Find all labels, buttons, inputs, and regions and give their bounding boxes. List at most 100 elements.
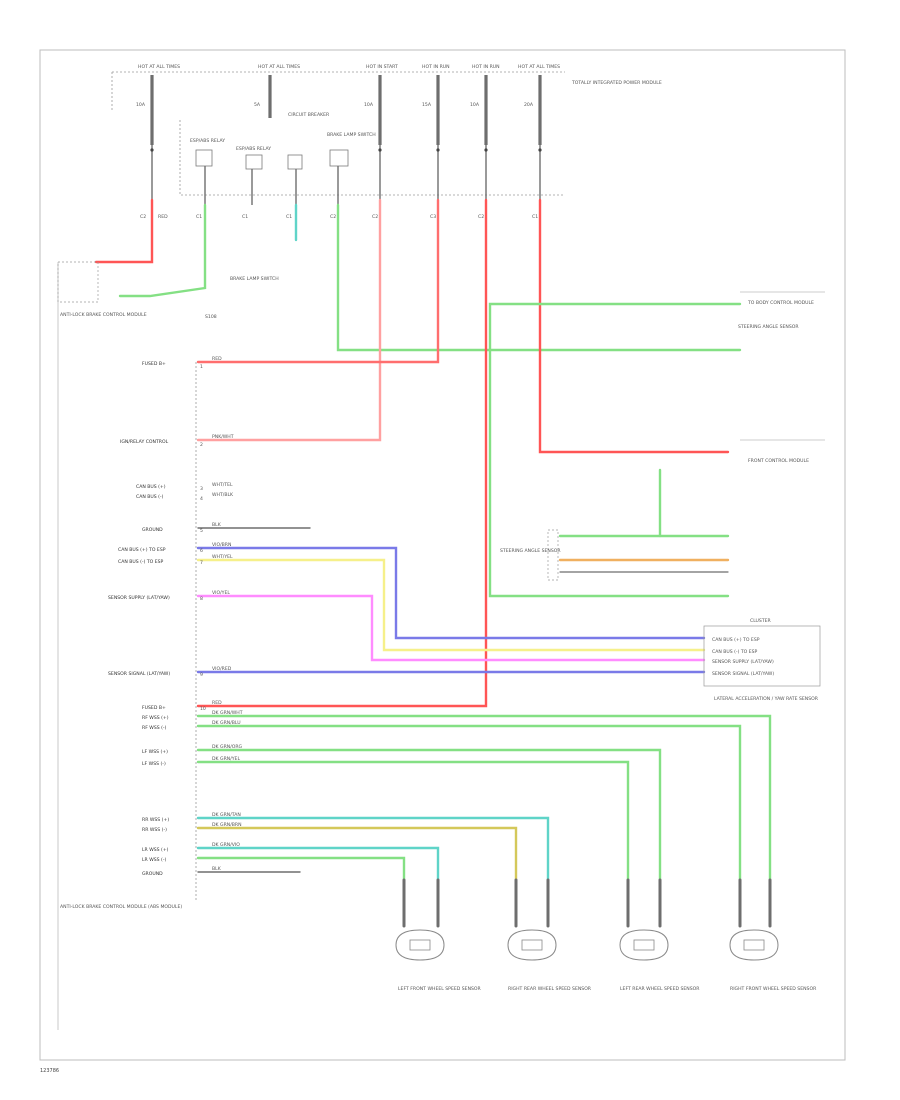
pin-label: CAN BUS (-): [136, 494, 164, 500]
fuse-label: HOT IN RUN: [472, 64, 500, 70]
relay-label: ESP/ABS RELAY: [190, 138, 225, 144]
pin-label: RF WSS (+): [142, 715, 169, 721]
svg-text:RIGHT FRONT WHEEL SPEED SENSOR: RIGHT FRONT WHEEL SPEED SENSOR: [730, 986, 817, 992]
fuse-label: HOT AT ALL TIMES: [138, 64, 180, 70]
svg-text:VIO/RED: VIO/RED: [212, 666, 232, 672]
cluster-pin: CAN BUS (+) TO ESP: [712, 637, 760, 643]
svg-text:RED: RED: [212, 700, 222, 706]
svg-text:C2: C2: [478, 214, 484, 220]
cluster-pin: SENSOR SUPPLY (LAT/YAW): [712, 659, 774, 665]
svg-text:DK GRN/WHT: DK GRN/WHT: [212, 710, 243, 716]
pin-label: IGN/RELAY CONTROL: [120, 439, 169, 445]
wire-color-label: RED: [158, 214, 168, 220]
pin-labels: FUSED B+ IGN/RELAY CONTROL CAN BUS (+) C…: [108, 361, 170, 877]
wheel-sensors: LEFT FRONT WHEEL SPEED SENSOR RIGHT REAR…: [395, 929, 817, 992]
right-label: STEERING ANGLE SENSOR: [738, 324, 799, 330]
pin-label: LR WSS (+): [142, 847, 169, 853]
relay-label: ESP/ABS RELAY: [236, 146, 271, 152]
svg-text:PNK/WHT: PNK/WHT: [212, 434, 234, 440]
sensor-lf: LEFT FRONT WHEEL SPEED SENSOR: [395, 929, 482, 992]
pin-label: LR WSS (-): [142, 857, 166, 863]
fuse-label: HOT IN RUN: [422, 64, 450, 70]
svg-text:WHT/BLK: WHT/BLK: [212, 492, 234, 498]
wire-red-fused: [196, 198, 440, 364]
pin-label: SENSOR SUPPLY (LAT/YAW): [108, 595, 170, 601]
tipm-section: HOT AT ALL TIMES HOT AT ALL TIMES HOT IN…: [111, 64, 662, 205]
fuse-value: 5A: [254, 102, 261, 108]
wire-sensor-supply: [196, 594, 706, 662]
brake-module-label: BRAKE LAMP SWITCH: [230, 276, 279, 282]
wire-red-right: [538, 198, 730, 454]
fuse-value: 15A: [422, 102, 432, 108]
svg-text:C2: C2: [372, 214, 378, 220]
diagram-frame: [39, 49, 846, 1061]
svg-text:BLK: BLK: [212, 866, 222, 872]
svg-text:8: 8: [200, 596, 203, 602]
fuse-bodies: [150, 75, 542, 145]
right-label: FRONT CONTROL MODULE: [748, 458, 809, 464]
right-side: TO BODY CONTROL MODULE STEERING ANGLE SE…: [500, 291, 825, 702]
fuse-value: 10A: [364, 102, 374, 108]
svg-text:C1: C1: [286, 214, 292, 220]
fuse-label: HOT AT ALL TIMES: [518, 64, 560, 70]
svg-text:WHT/YEL: WHT/YEL: [212, 554, 233, 560]
wires: [94, 198, 772, 928]
svg-text:RIGHT REAR WHEEL SPEED SENSOR: RIGHT REAR WHEEL SPEED SENSOR: [508, 986, 592, 992]
cluster-pin: SENSOR SIGNAL (LAT/YAW): [712, 671, 774, 677]
pin-label: LF WSS (+): [142, 749, 168, 755]
svg-text:DK GRN/YEL: DK GRN/YEL: [212, 756, 240, 762]
fuse-label: HOT IN START: [366, 64, 398, 70]
svg-text:DK GRN/TAN: DK GRN/TAN: [212, 812, 241, 818]
wire-pink-ign: [196, 198, 382, 442]
pin-label: SENSOR SIGNAL (LAT/YAW): [108, 671, 170, 677]
lower-left-module-label: ANTI-LOCK BRAKE CONTROL MODULE (ABS MODU…: [60, 904, 182, 910]
svg-text:BLK: BLK: [212, 522, 222, 528]
ground-label: S108: [205, 314, 217, 320]
svg-text:6: 6: [200, 548, 203, 554]
svg-text:C1: C1: [196, 214, 202, 220]
pin-label: FUSED B+: [142, 705, 166, 711]
connector-row: C2 C1 C1 C1 C2 C2 C3 C2 C1: [140, 214, 538, 220]
svg-text:RED: RED: [212, 356, 222, 362]
wire-green-bcm: [488, 302, 742, 598]
svg-text:C2: C2: [140, 214, 146, 220]
svg-text:7: 7: [200, 560, 203, 566]
wire-color-labels: RED PNK/WHT WHT/TEL WHT/BLK BLK VIO/BRN …: [212, 356, 243, 872]
pin-label: GROUND: [142, 871, 163, 877]
fuse-value: 20A: [524, 102, 534, 108]
circuit-breaker-label: CIRCUIT BREAKER: [288, 112, 330, 118]
svg-text:2: 2: [200, 442, 203, 448]
right-label: TO BODY CONTROL MODULE: [747, 300, 814, 306]
figure-id: 123786: [40, 1068, 60, 1074]
pin-label: GROUND: [142, 527, 163, 533]
sensor-rf: RIGHT FRONT WHEEL SPEED SENSOR: [729, 929, 817, 992]
yaw-sensor-label: LATERAL ACCELERATION / YAW RATE SENSOR: [714, 696, 819, 702]
wire-red-bplus: [94, 198, 154, 264]
pin-label: RF WSS (-): [142, 725, 167, 731]
left-module-label: ANTI-LOCK BRAKE CONTROL MODULE: [60, 312, 147, 318]
svg-text:C1: C1: [532, 214, 538, 220]
wire-can-minus: [196, 558, 706, 652]
fuse-value: 10A: [470, 102, 480, 108]
svg-text:WHT/TEL: WHT/TEL: [212, 482, 233, 488]
pin-label: CAN BUS (-) TO ESP: [118, 559, 164, 565]
svg-text:C1: C1: [242, 214, 248, 220]
cluster-pin: CAN BUS (-) TO ESP: [712, 649, 758, 655]
svg-text:DK GRN/BLU: DK GRN/BLU: [212, 720, 241, 726]
svg-text:DK GRN/VIO: DK GRN/VIO: [212, 842, 240, 848]
pin-label: CAN BUS (+) TO ESP: [118, 547, 166, 553]
svg-text:C2: C2: [330, 214, 336, 220]
fuse-value: 10A: [136, 102, 146, 108]
wire-green-brake: [336, 203, 742, 352]
svg-text:1: 1: [200, 364, 203, 370]
abs-module: ANTI-LOCK BRAKE CONTROL MODULE BRAKE LAM…: [57, 214, 279, 1030]
svg-text:4: 4: [200, 496, 203, 502]
pin-numbers: 12 34 56 78 910: [200, 364, 206, 712]
svg-text:C3: C3: [430, 214, 436, 220]
sensor-lr: LEFT REAR WHEEL SPEED SENSOR: [619, 929, 700, 992]
svg-text:3: 3: [200, 486, 203, 492]
pin-label: LF WSS (-): [142, 761, 166, 767]
wire-can-plus: [196, 546, 706, 640]
pin-label: CAN BUS (+): [136, 484, 166, 490]
